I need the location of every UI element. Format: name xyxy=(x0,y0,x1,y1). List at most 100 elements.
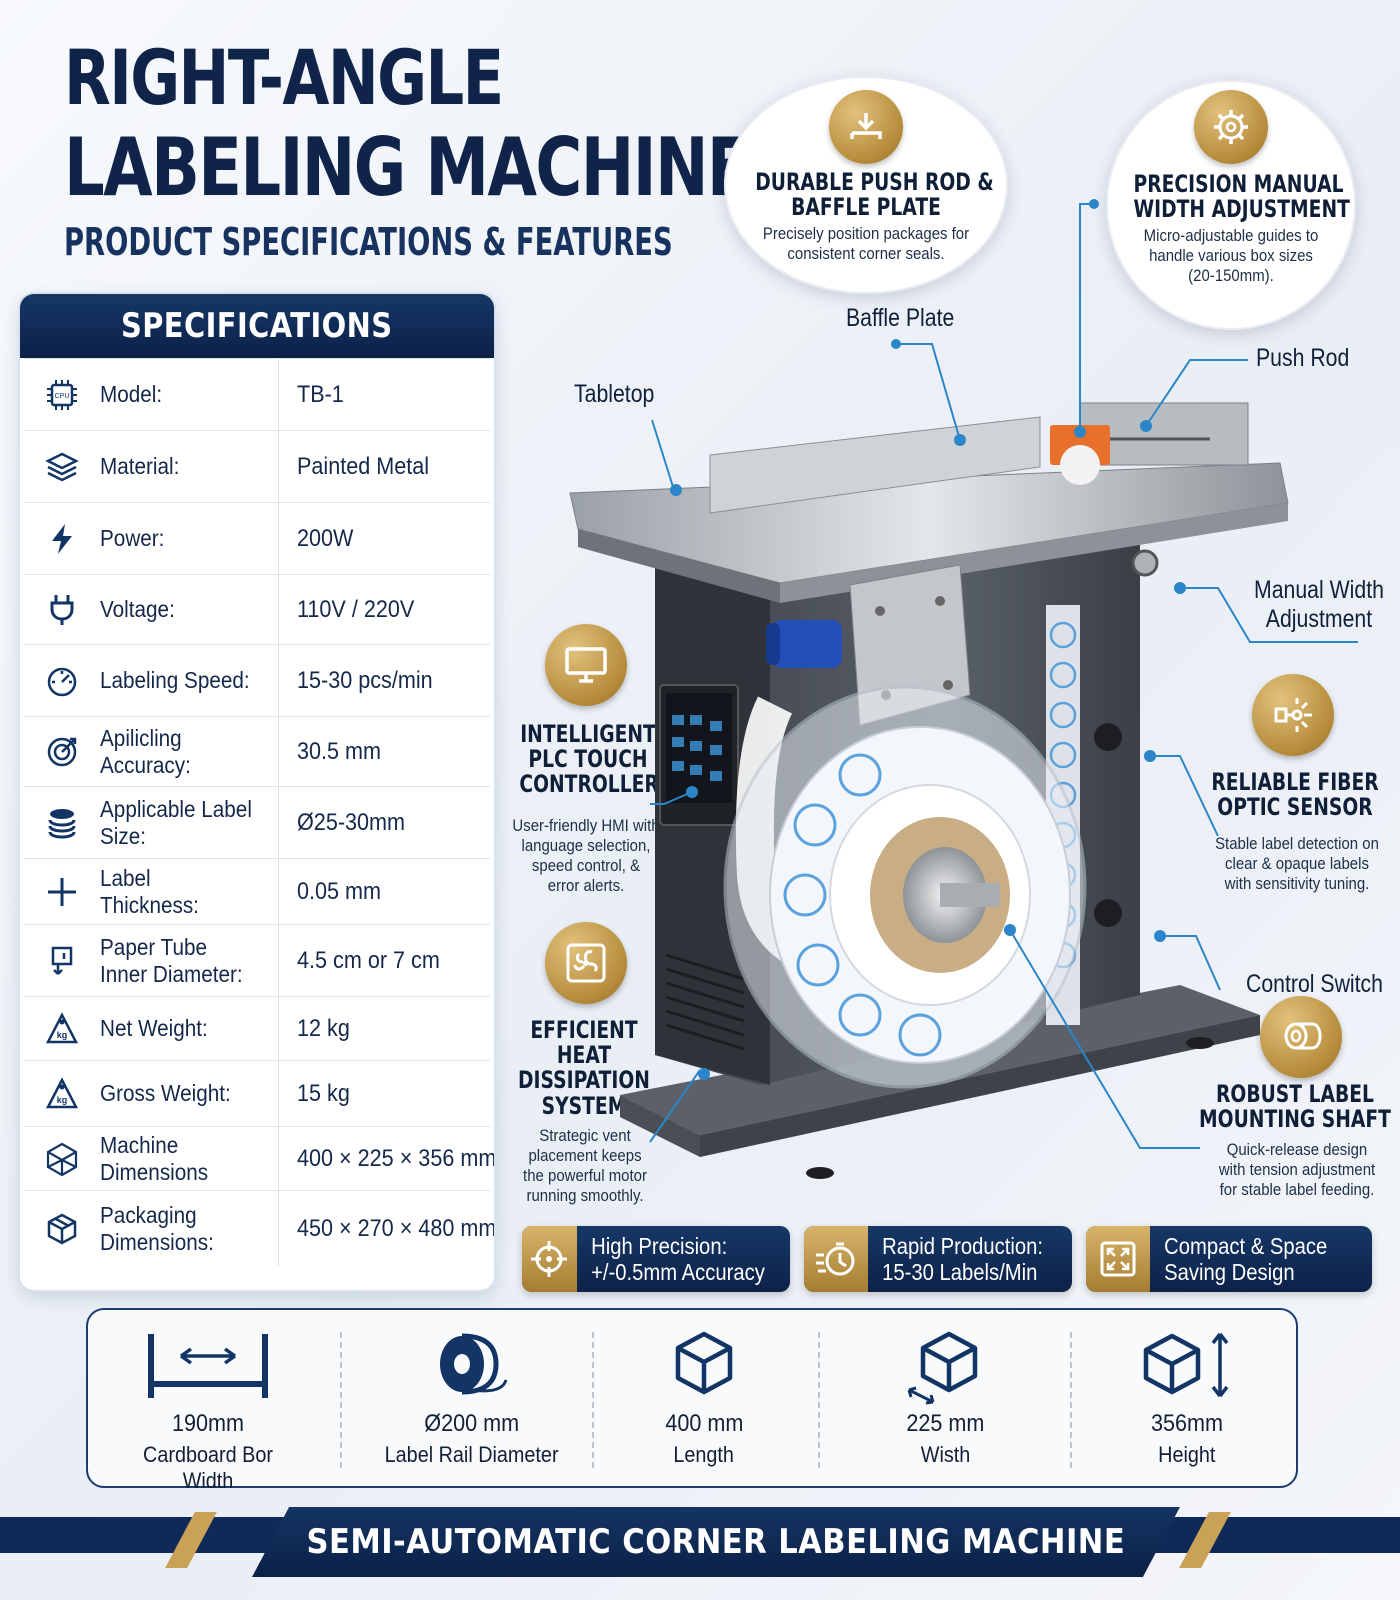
push-down-icon xyxy=(829,90,903,164)
svg-text:CPU: CPU xyxy=(55,393,70,400)
spec-label: Applicable Label Size: xyxy=(100,796,252,849)
sensor-light-icon xyxy=(1252,674,1334,756)
subtitle: PRODUCT SPECIFICATIONS & FEATURES xyxy=(64,220,673,264)
spec-row: Applicable Label Size: Ø25-30mm xyxy=(24,786,490,858)
spec-label: Label Thickness: xyxy=(100,865,199,918)
spec-value: 4.5 cm or 7 cm xyxy=(278,925,490,996)
tape-roll-icon xyxy=(440,1333,508,1395)
lightning-icon xyxy=(24,521,100,557)
spec-row: Material: Painted Metal xyxy=(24,430,490,502)
box-3d-icon xyxy=(24,1141,100,1177)
spec-value: 15-30 pcs/min xyxy=(278,645,490,716)
tube-icon xyxy=(24,943,100,979)
dimension-width: 225 mm Wisth xyxy=(830,1310,1060,1486)
expand-icon xyxy=(1086,1226,1150,1292)
spec-label: Apilicling Accuracy: xyxy=(100,725,191,778)
spec-value: Painted Metal xyxy=(278,431,490,502)
plug-icon xyxy=(24,592,100,628)
badge-high-precision: High Precision:+/-0.5mm Accuracy xyxy=(522,1226,790,1292)
footer-banner: ★ SEMI-AUTOMATIC CORNER LABELING MACHINE… xyxy=(252,1507,1180,1577)
dimensions-strip: 190mm Cardboard Bor Width Ø200 mm Label … xyxy=(86,1308,1298,1493)
dimension-height: 356mm Height xyxy=(1082,1310,1292,1486)
spec-value: 110V / 220V xyxy=(278,575,490,644)
width-arrows-icon xyxy=(148,1334,268,1398)
cube-width-icon xyxy=(907,1331,978,1405)
spec-row: Machine Dimensions 400 × 225 × 356 mm xyxy=(24,1126,494,1190)
spec-row: kg Net Weight: 12 kg xyxy=(24,996,490,1060)
specifications-header: SPECIFICATIONS xyxy=(20,294,494,358)
spec-label: Paper Tube Inner Diameter: xyxy=(100,934,243,987)
callout-control-switch: Control Switch xyxy=(1246,970,1383,998)
weight-icon: kg xyxy=(24,1011,100,1047)
spec-value: 15 kg xyxy=(278,1061,490,1126)
stack-icon xyxy=(24,805,100,841)
spec-label: Power: xyxy=(100,525,165,552)
spec-value: 30.5 mm xyxy=(278,717,490,786)
svg-text:kg: kg xyxy=(57,1095,68,1105)
labeling-machine-illustration xyxy=(569,402,1289,1179)
fan-icon xyxy=(545,922,627,1004)
spec-value: 200W xyxy=(278,503,490,574)
target-icon xyxy=(24,734,100,770)
spec-value: 12 kg xyxy=(278,997,490,1060)
spec-value: TB-1 xyxy=(278,359,490,430)
layers-icon xyxy=(24,449,100,485)
spec-row: CPU Model: TB-1 xyxy=(24,358,490,430)
feature-push-rod-title: DURABLE PUSH ROD &BAFFLE PLATE xyxy=(755,168,994,222)
feature-push-rod-bubble: DURABLE PUSH ROD &BAFFLE PLATE Precisely… xyxy=(724,76,1008,294)
dimension-length: 400 mm Length xyxy=(604,1310,804,1486)
spec-row: kg Gross Weight: 15 kg xyxy=(24,1060,490,1126)
callout-push-rod: Push Rod xyxy=(1256,344,1350,372)
title-line-1: RIGHT-ANGLE xyxy=(64,33,504,122)
spec-label: Net Weight: xyxy=(100,1015,208,1042)
svg-text:kg: kg xyxy=(57,1030,68,1040)
spec-row: Packaging Dimensions: 450 × 270 × 480 mm xyxy=(24,1190,494,1266)
spec-label: Machine Dimensions xyxy=(100,1132,209,1185)
stopwatch-icon xyxy=(804,1226,868,1292)
plus-icon xyxy=(24,874,100,910)
spec-value: 400 × 225 × 356 mm xyxy=(278,1127,494,1190)
spec-row: Label Thickness: 0.05 mm xyxy=(24,858,490,924)
cube-height-icon xyxy=(1143,1332,1229,1398)
spec-label: Model: xyxy=(100,381,163,408)
gauge-icon xyxy=(24,663,100,699)
gear-icon xyxy=(1194,90,1268,164)
callout-tabletop: Tabletop xyxy=(574,380,655,408)
dimension-rail-diameter: Ø200 mm Label Rail Diameter xyxy=(352,1310,592,1486)
spec-value: Ø25-30mm xyxy=(278,787,490,858)
spec-row: Voltage: 110V / 220V xyxy=(24,574,490,644)
spec-value: 450 × 270 × 480 mm xyxy=(278,1191,494,1266)
spec-value: 0.05 mm xyxy=(278,859,490,924)
spec-label: Material: xyxy=(100,453,180,480)
title-line-2: LABELING MACHINE xyxy=(64,121,751,214)
footer-text: SEMI-AUTOMATIC CORNER LABELING MACHINE xyxy=(306,1522,1126,1562)
monitor-icon xyxy=(545,624,627,706)
crosshair-icon xyxy=(522,1226,577,1292)
spec-row: Apilicling Accuracy: 30.5 mm xyxy=(24,716,490,786)
callout-baffle-plate: Baffle Plate xyxy=(846,304,955,332)
dimension-box-width: 190mm Cardboard Bor Width xyxy=(108,1310,308,1493)
spec-label: Voltage: xyxy=(100,596,175,623)
spec-row: Labeling Speed: 15-30 pcs/min xyxy=(24,644,490,716)
spec-label: Gross Weight: xyxy=(100,1080,231,1107)
tape-roll-icon xyxy=(1260,996,1342,1078)
weight-icon: kg xyxy=(24,1076,100,1112)
badge-rapid-production: Rapid Production:15-30 Labels/Min xyxy=(804,1226,1072,1292)
spec-row: Paper Tube Inner Diameter: 4.5 cm or 7 cm xyxy=(24,924,490,996)
spec-label: Labeling Speed: xyxy=(100,667,250,694)
spec-label: Packaging Dimensions: xyxy=(100,1202,214,1255)
